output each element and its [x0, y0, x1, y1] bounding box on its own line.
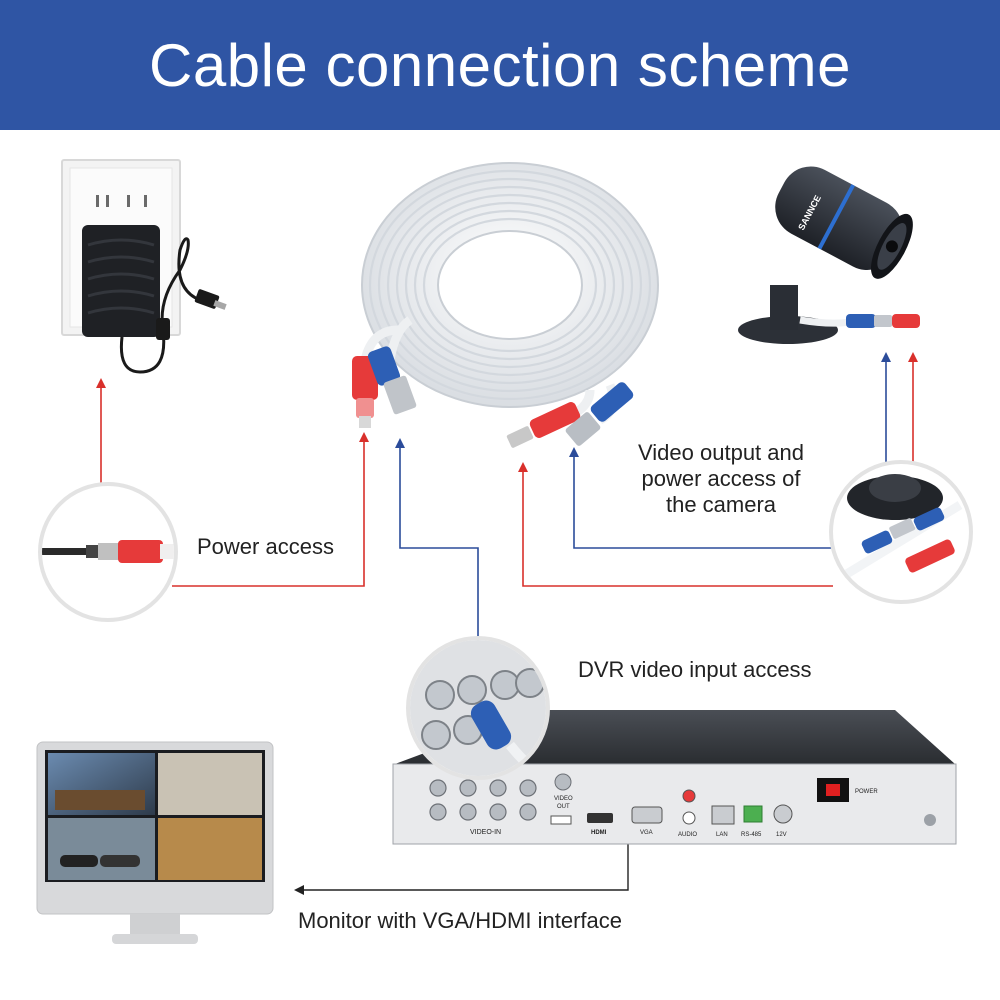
- monitor-label: Monitor with VGA/HDMI interface: [298, 908, 622, 933]
- camera-video-line: [573, 455, 833, 549]
- camera-connector-detail: [829, 460, 973, 604]
- video-arrows: [395, 352, 891, 457]
- arrow-up-icon: [359, 432, 369, 442]
- dvr-input-detail: [406, 636, 550, 780]
- power-access-line: [172, 438, 365, 587]
- video-out-port: [554, 773, 572, 791]
- rs485-label: RS-485: [741, 832, 762, 838]
- arrow-left-icon: [294, 885, 304, 895]
- camera-output-label: Video output and power access of the cam…: [626, 440, 816, 518]
- video-in-ports: [429, 779, 537, 821]
- power-lines: [100, 358, 914, 587]
- title-banner: Cable connection scheme: [0, 0, 1000, 130]
- cable-coil-icon: [352, 162, 659, 448]
- vga-label: VGA: [640, 830, 653, 836]
- audio-out-port: [682, 789, 696, 803]
- hdmi-port: [587, 813, 613, 823]
- camera-label-line-2: power access of: [641, 466, 801, 491]
- lan-label: LAN: [716, 832, 728, 838]
- hdmi-label: HDMI: [591, 830, 607, 836]
- camera-label-line-1: Video output and: [638, 440, 804, 465]
- dvr-input-label: DVR video input access: [578, 657, 812, 682]
- dc12v-label: 12V: [776, 832, 787, 838]
- camera-power-line: [522, 470, 833, 587]
- power-plug-detail: [38, 482, 178, 622]
- power-adapter-icon: [82, 225, 227, 374]
- monitor-line: [294, 836, 629, 895]
- arrow-up-icon: [395, 438, 405, 448]
- lan-port: [711, 805, 735, 825]
- arrow-up-icon: [881, 352, 891, 362]
- arrow-up-icon: [96, 378, 106, 388]
- rs485-port: [743, 805, 763, 823]
- video-out-label-1: VIDEO: [554, 796, 573, 802]
- video-out-label-2: OUT: [557, 804, 570, 810]
- dc-power-port: [773, 804, 793, 824]
- page-title: Cable connection scheme: [149, 31, 851, 99]
- usb-port: [550, 815, 572, 825]
- arrow-up-icon: [908, 352, 918, 362]
- arrow-up-icon: [518, 462, 528, 472]
- audio-in-port: [682, 811, 696, 825]
- ground-screw: [924, 814, 936, 826]
- power-access-label: Power access: [197, 534, 334, 559]
- vga-port: [631, 806, 663, 824]
- dvr-video-line: [399, 446, 479, 640]
- audio-label: AUDIO: [678, 832, 697, 838]
- power-label: POWER: [855, 789, 878, 795]
- arrow-up-icon: [569, 447, 579, 457]
- video-in-label: VIDEO-IN: [470, 829, 501, 836]
- monitor-icon: [36, 741, 274, 944]
- power-arrows: [96, 352, 918, 472]
- bullet-camera-icon: SANNCE: [738, 166, 920, 344]
- camera-label-line-3: the camera: [665, 492, 777, 517]
- video-lines: [399, 358, 887, 640]
